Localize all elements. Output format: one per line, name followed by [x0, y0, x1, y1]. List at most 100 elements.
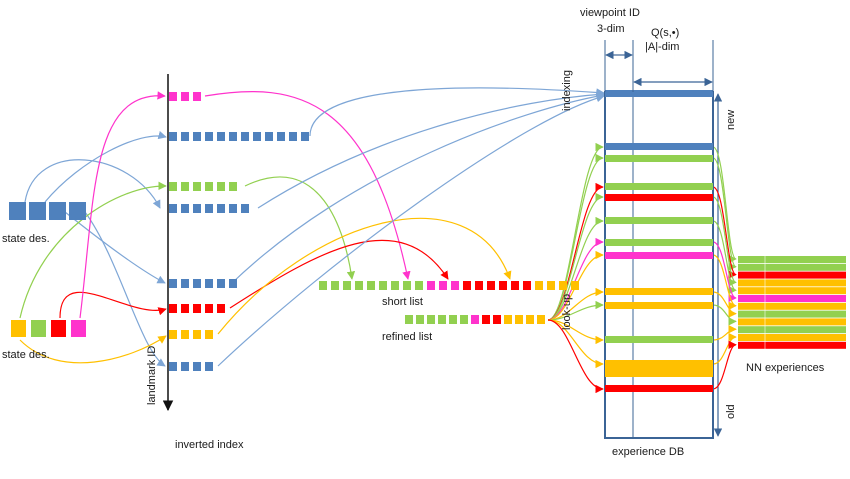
look-up-label: look-up: [561, 293, 573, 330]
inverted-index-row-4-block-5: [229, 279, 237, 288]
nn-arrow-6: [712, 254, 737, 310]
experience-db-row-5: [605, 239, 713, 246]
short-list-block-13: [475, 281, 483, 290]
short-list-label: short list: [382, 296, 423, 308]
inverted-index-row-2-block-2: [193, 182, 201, 191]
short-list-block-1: [331, 281, 339, 290]
inverted-index-row-5-block-4: [217, 304, 225, 313]
experience-db-row-2: [605, 183, 713, 190]
look-up-arrow-3: [547, 192, 604, 321]
refined-list-block-3: [438, 315, 446, 324]
nn-arrow-5: [712, 241, 737, 303]
short-list-block-2: [343, 281, 351, 290]
experience-db-row-4: [605, 217, 713, 224]
short-list-block-15: [499, 281, 507, 290]
nn-arrow-3: [712, 196, 737, 287]
inverted-index-row-3-block-0: [169, 204, 177, 213]
state-des-top-label: state des.: [2, 233, 50, 245]
landmark-id-label: landmark ID: [146, 345, 158, 405]
new-label: new: [725, 109, 737, 130]
short-list-block-6: [391, 281, 399, 290]
nn-arrow-7: [712, 291, 737, 318]
inverted-index-row-1-block-9: [277, 132, 285, 141]
refined-list-block-2: [427, 315, 435, 324]
short-list-block-11: [451, 281, 459, 290]
arrow-state-blue-3: [64, 211, 166, 284]
inverted-index-row-4-block-3: [205, 279, 213, 288]
nn-experience-row-11: [738, 341, 846, 349]
look-up-arrow-11: [547, 319, 604, 394]
inverted-index-row-3-block-4: [217, 204, 225, 213]
refined-list-block-12: [537, 315, 545, 324]
inverted-index-row-0-block-1: [181, 92, 189, 101]
inverted-index-row-4-block-0: [169, 279, 177, 288]
look-up-arrow-4: [547, 216, 604, 321]
arrow-indexing-1: [309, 87, 605, 137]
experience-db-row-11: [605, 366, 713, 373]
arrow-indexing-4: [217, 94, 605, 367]
inverted-index-row-1-block-4: [217, 132, 225, 141]
nn-arrow-0: [712, 146, 737, 264]
arrow-state-blue-4: [84, 211, 166, 367]
experience-db-row-1: [605, 155, 713, 162]
experience-db-indexed-row: [605, 90, 713, 97]
short-list-block-19: [547, 281, 555, 290]
a-dim-label: |A|-dim: [645, 41, 680, 53]
inverted-index-row-4-block-2: [193, 279, 201, 288]
experience-db-row-12: [605, 370, 713, 377]
inverted-index-row-4-block-4: [217, 279, 225, 288]
nn-arrow-11: [712, 340, 737, 390]
arrow-index-green: [244, 176, 356, 280]
nn-experience-row-9: [738, 326, 846, 334]
inverted-index-row-2-block-1: [181, 182, 189, 191]
nn-experience-row-5: [738, 295, 846, 302]
inverted-index-row-7-block-2: [193, 362, 201, 371]
refined-list-block-4: [449, 315, 457, 324]
nn-experience-row-8: [738, 318, 846, 326]
short-list-block-14: [487, 281, 495, 290]
arrow-state-blue-1: [24, 159, 161, 209]
inverted-index-label: inverted index: [175, 439, 244, 451]
inverted-index-row-6-block-3: [205, 330, 213, 339]
inverted-index-row-1-block-7: [253, 132, 261, 141]
inverted-index-row-2-block-4: [217, 182, 225, 191]
state-des-blue-block-0: [9, 202, 26, 220]
refined-list-block-8: [493, 315, 501, 324]
inverted-index-row-3-block-5: [229, 204, 237, 213]
look-up-arrow-2: [547, 182, 604, 321]
short-list-block-8: [415, 281, 423, 290]
arrow-state-red: [59, 291, 167, 319]
arrow-layer: [19, 50, 737, 437]
nn-experience-row-7: [738, 310, 846, 318]
inverted-index-row-1-block-2: [193, 132, 201, 141]
inverted-index-row-5-block-0: [169, 304, 177, 313]
arrow-index-yellow: [217, 217, 512, 335]
nn-experience-row-4: [738, 287, 846, 295]
old-label: old: [725, 404, 737, 419]
q-func-label: Q(s,•): [651, 27, 680, 39]
short-list-block-5: [379, 281, 387, 290]
short-list-block-9: [427, 281, 435, 290]
short-list-block-3: [355, 281, 363, 290]
inverted-index-row-1-block-3: [205, 132, 213, 141]
inverted-index-row-3-block-3: [205, 204, 213, 213]
experience-db-label: experience DB: [612, 446, 685, 458]
inverted-index-row-1-block-11: [301, 132, 309, 141]
inverted-index-row-6-block-2: [193, 330, 201, 339]
short-list-block-21: [571, 281, 579, 290]
inverted-index-row-6-block-1: [181, 330, 189, 339]
refined-list-block-0: [405, 315, 413, 324]
state-des-blue-block-2: [49, 202, 66, 220]
nn-arrow-8: [712, 304, 737, 326]
arrow-indexing-3: [231, 92, 605, 284]
inverted-index-row-1-block-10: [289, 132, 297, 141]
inverted-index-row-0-block-2: [193, 92, 201, 101]
nn-arrow-9: [712, 325, 737, 341]
nn-arrow-10: [712, 332, 737, 365]
short-list-block-4: [367, 281, 375, 290]
inverted-index-row-3-block-1: [181, 204, 189, 213]
nn-experience-row-10: [738, 334, 846, 341]
short-list-block-17: [523, 281, 531, 290]
inverted-index-row-3-block-6: [241, 204, 249, 213]
inverted-index-row-7-block-0: [169, 362, 177, 371]
